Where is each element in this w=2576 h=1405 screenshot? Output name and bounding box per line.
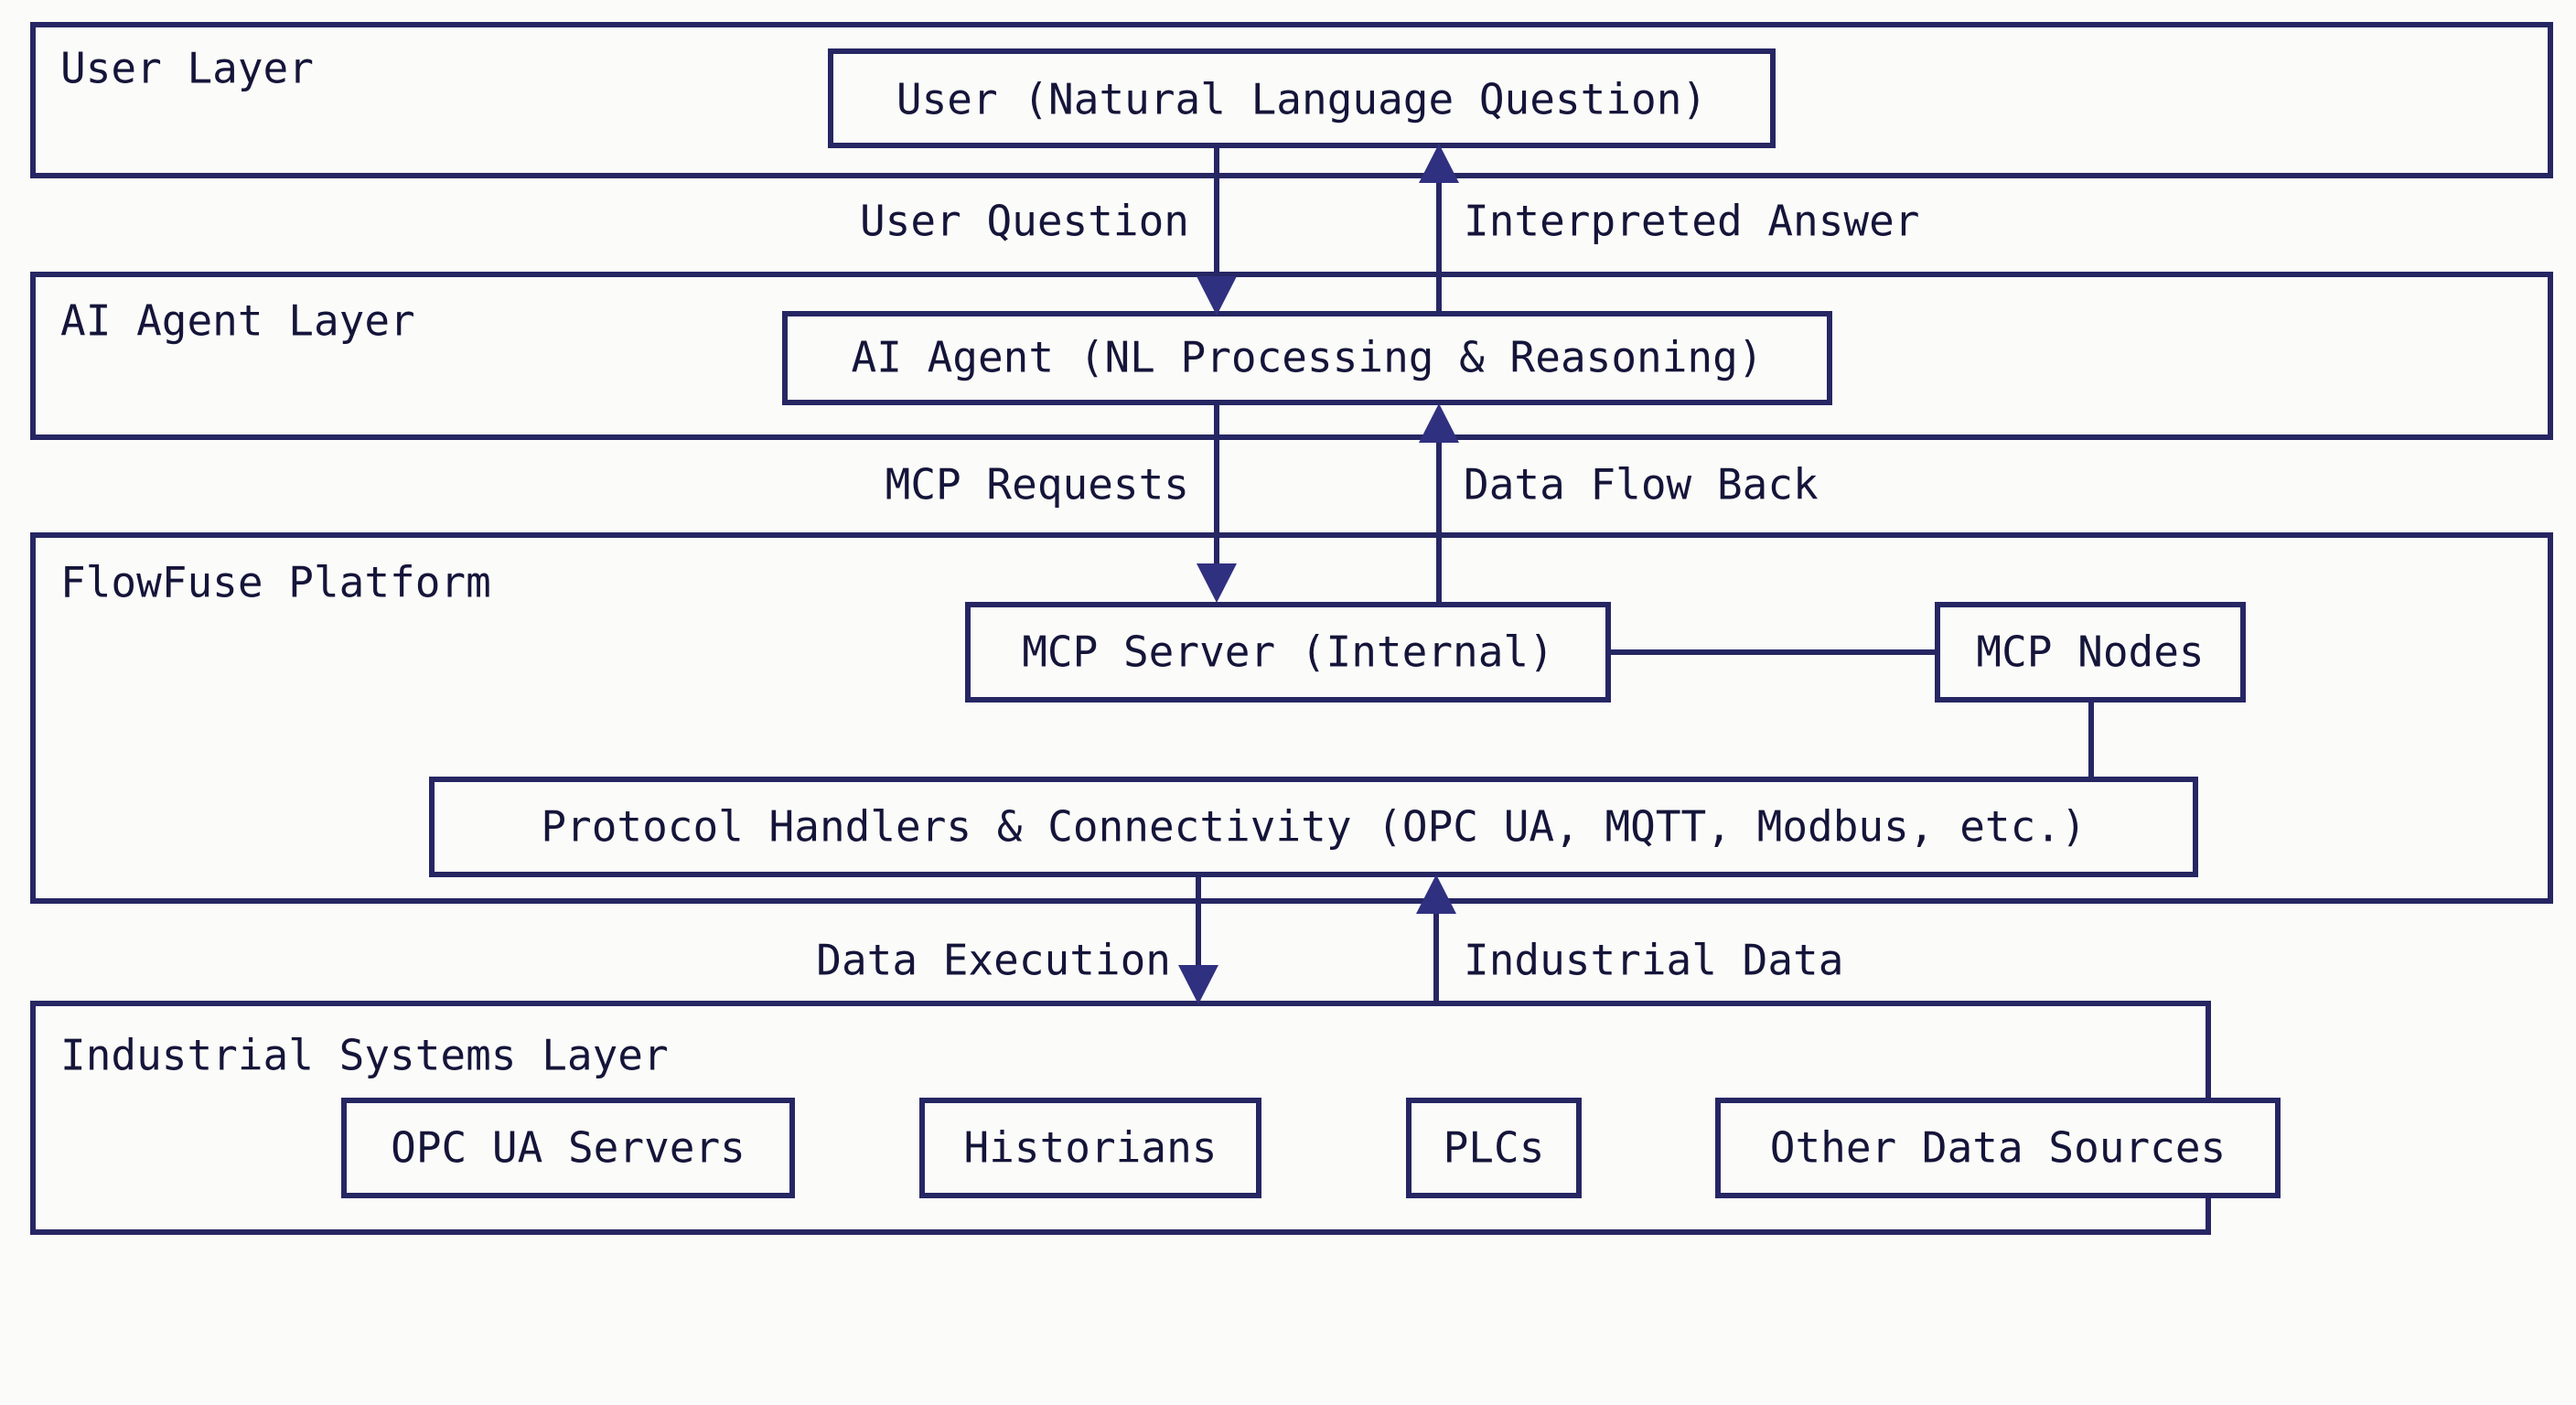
node-box-plcs[interactable]: [1406, 1098, 1582, 1198]
layer-title-user: User Layer: [60, 44, 314, 93]
node-box-mcp-server[interactable]: [965, 602, 1611, 702]
edge-user-question: User Question: [860, 145, 1237, 316]
node-box-opc-ua-servers[interactable]: [341, 1098, 795, 1198]
node-box-mcp-nodes[interactable]: [1935, 602, 2246, 702]
node-label-other-data-sources: Other Data Sources: [1770, 1123, 2227, 1173]
edge-mcp-requests: MCP Requests: [886, 402, 1237, 603]
edge-label-user-question: User Question: [860, 197, 1189, 246]
arrow-head-industrial-data: [1416, 874, 1456, 914]
edge-industrial-data: Industrial Data: [1416, 874, 1843, 1003]
node-label-historians: Historians: [964, 1123, 1218, 1173]
edge-data-execution: Data Execution: [816, 874, 1218, 1004]
node-label-user: User (Natural Language Question): [896, 75, 1707, 124]
edge-label-data-flow-back: Data Flow Back: [1464, 460, 1819, 509]
node-label-plcs: PLCs: [1444, 1123, 1545, 1173]
node-box-ai-agent[interactable]: [782, 311, 1832, 405]
edge-interpreted-answer: Interpreted Answer: [1419, 144, 1920, 314]
node-box-other-data-sources[interactable]: [1715, 1098, 2281, 1198]
edge-data-flow-back: Data Flow Back: [1419, 403, 1819, 605]
arrow-head-user-question: [1197, 276, 1237, 316]
edge-label-industrial-data: Industrial Data: [1464, 936, 1843, 985]
edge-label-mcp-requests: MCP Requests: [886, 460, 1189, 509]
layer-title-industrial-systems: Industrial Systems Layer: [60, 1031, 669, 1080]
layer-user: User Layer User (Natural Language Questi…: [30, 22, 2553, 178]
node-label-ai-agent: AI Agent (NL Processing & Reasoning): [852, 333, 1764, 382]
layer-ai-agent: AI Agent Layer AI Agent (NL Processing &…: [30, 272, 2553, 440]
layer-industrial-systems: Industrial Systems Layer OPC UA Servers …: [30, 1001, 2281, 1235]
node-box-protocol-handlers[interactable]: [429, 777, 2198, 877]
arrow-head-interpreted-answer: [1419, 144, 1459, 183]
edge-label-data-execution: Data Execution: [816, 936, 1171, 985]
node-box-historians[interactable]: [919, 1098, 1261, 1198]
node-label-protocol-handlers: Protocol Handlers & Connectivity (OPC UA…: [541, 802, 2086, 852]
layer-title-ai-agent: AI Agent Layer: [60, 296, 415, 346]
arrow-head-mcp-requests: [1197, 563, 1237, 603]
node-box-user[interactable]: [828, 48, 1776, 148]
node-label-opc-ua-servers: OPC UA Servers: [391, 1123, 746, 1173]
edge-label-interpreted-answer: Interpreted Answer: [1464, 197, 1920, 246]
layer-flowfuse-platform: FlowFuse Platform MCP Server (Internal) …: [30, 532, 2553, 904]
arrow-head-data-flow-back: [1419, 403, 1459, 443]
node-label-mcp-nodes: MCP Nodes: [1976, 627, 2204, 677]
arrow-head-data-execution: [1178, 965, 1218, 1004]
node-label-mcp-server: MCP Server (Internal): [1022, 627, 1554, 677]
layer-title-flowfuse-platform: FlowFuse Platform: [60, 558, 491, 607]
